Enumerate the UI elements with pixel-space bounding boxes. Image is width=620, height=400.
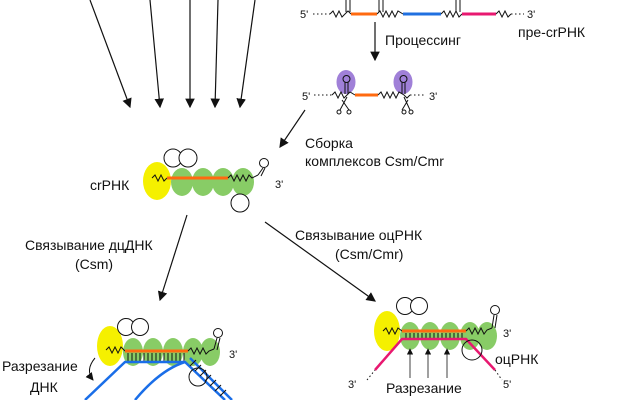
- assembly-arrow: [279, 109, 306, 148]
- three-prime-label: 3': [503, 328, 511, 340]
- rna-cleavage-label: Разрезание: [386, 380, 462, 396]
- pre-crrna-label: пре-crРНК: [518, 24, 586, 40]
- ssrna-binding-arrow: [264, 221, 376, 302]
- ssrna-binding-label: Связывание оцРНК: [295, 227, 423, 243]
- processing-label: Процессинг: [385, 32, 461, 48]
- dsdna-binding-label-2: (Csm): [75, 256, 113, 272]
- three-prime-label: 3': [429, 91, 437, 103]
- five-prime-label: 5': [503, 379, 511, 391]
- cas10-protein: [143, 162, 171, 200]
- three-prime-label: 3': [527, 9, 535, 21]
- scissors-icon: [336, 96, 352, 115]
- five-prime-label: 5': [300, 9, 308, 21]
- dna-cleavage-label: Разрезание: [2, 358, 78, 374]
- cleavage-arrows: [406, 348, 451, 378]
- dsdna-binding-arrow: [157, 214, 188, 302]
- three-prime-label: 3': [348, 379, 356, 391]
- csm-ssrna-complex: 3' 3' 5': [348, 297, 511, 391]
- scissors-icon: [401, 96, 414, 115]
- ssrna-binding-label-2: (Csm/Cmr): [335, 246, 403, 262]
- five-prime-label: 5': [302, 91, 310, 103]
- ssrna-label: оцРНК: [495, 351, 539, 367]
- assembly-label-2: комплексов Csm/Cmr: [305, 153, 444, 169]
- cleavage-arrow: [85, 357, 96, 381]
- processed-crrna: 5' 3': [302, 70, 437, 115]
- dna-cleavage-label-2: ДНК: [30, 379, 59, 395]
- incoming-arrows: [89, 0, 256, 109]
- dsdna-binding-label: Связывание дцДНК: [25, 237, 154, 253]
- pre-crrna: 5' 3' пре-crРНК: [300, 0, 586, 40]
- three-prime-label: 3': [275, 179, 283, 191]
- csm-cmr-complex: 3': [143, 148, 283, 213]
- crrna-label: crРНК: [90, 177, 130, 193]
- three-prime-label: 3': [229, 349, 237, 361]
- assembly-label: Сборка: [305, 135, 353, 151]
- csm-dsdna-complex: 3': [84, 318, 237, 400]
